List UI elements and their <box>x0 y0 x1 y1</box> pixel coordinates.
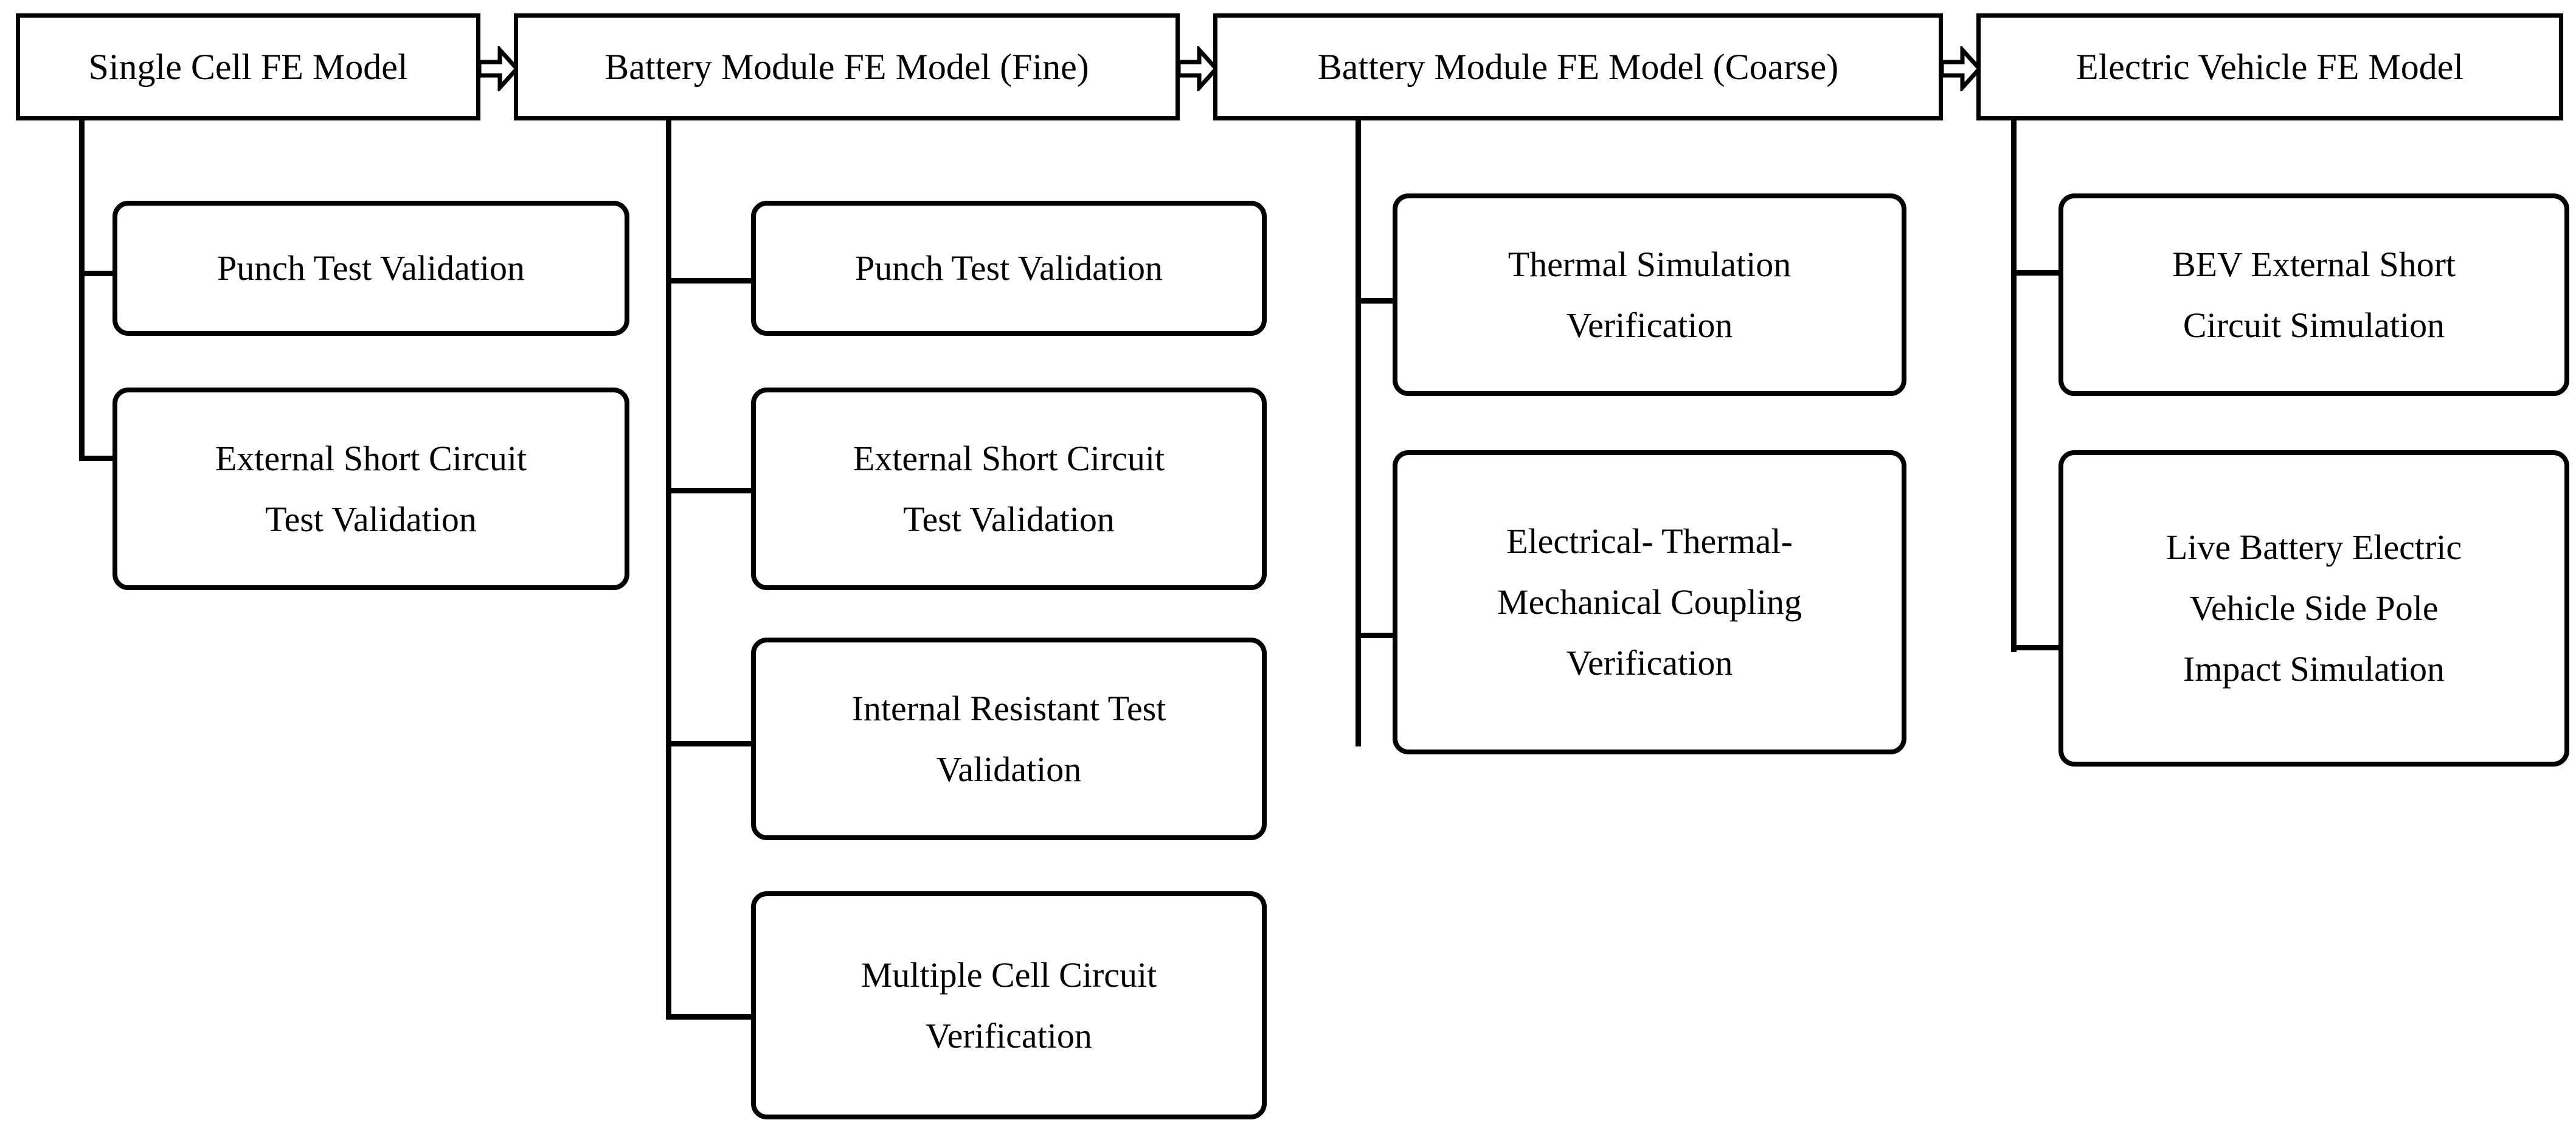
child-box-c4-bev[interactable]: BEV External Short Circuit Simulation <box>2058 193 2569 396</box>
top-box-label: Single Cell FE Model <box>88 47 408 87</box>
child-box-line: Test Validation <box>265 499 477 539</box>
right-block-arrow-icon-2 <box>1177 46 1217 91</box>
child-box-line: Multiple Cell Circuit <box>860 955 1157 995</box>
child-box-line: Mechanical Coupling <box>1497 582 1802 622</box>
child-box-line: Punch Test Validation <box>216 248 525 288</box>
connector-stub-col2-child1 <box>666 278 754 284</box>
child-box-line: Test Validation <box>903 499 1115 539</box>
child-box-c4-pole[interactable]: Live Battery Electric Vehicle Side Pole … <box>2058 450 2569 767</box>
child-box-line: Punch Test Validation <box>854 248 1163 288</box>
connector-stub-col2-child2 <box>666 488 754 493</box>
child-box-c2-mcc[interactable]: Multiple Cell Circuit Verification <box>751 891 1267 1119</box>
connector-stub-col4-child2 <box>2011 645 2061 650</box>
connector-stub-col3-child1 <box>1356 298 1397 304</box>
child-box-c1-esc[interactable]: External Short Circuit Test Validation <box>113 388 629 590</box>
child-box-line: BEV External Short <box>2172 244 2456 284</box>
child-box-line: Electrical- Thermal- <box>1506 521 1793 561</box>
top-box-module-fine[interactable]: Battery Module FE Model (Fine) <box>514 13 1180 120</box>
child-box-line: Circuit Simulation <box>2183 305 2445 345</box>
connector-trunk-col3 <box>1356 117 1361 746</box>
child-box-line: Thermal Simulation <box>1508 244 1792 284</box>
connector-stub-col1-child2 <box>79 456 117 461</box>
child-box-line: Vehicle Side Pole <box>2189 588 2439 628</box>
child-box-line: Validation <box>936 749 1082 789</box>
child-box-line: Verification <box>926 1015 1092 1056</box>
connector-trunk-col1 <box>79 117 85 461</box>
right-block-arrow-icon-1 <box>478 46 518 91</box>
child-box-c2-irt[interactable]: Internal Resistant Test Validation <box>751 638 1267 840</box>
top-box-label: Electric Vehicle FE Model <box>2076 47 2464 87</box>
right-block-arrow-icon-3 <box>1941 46 1981 91</box>
top-box-module-coarse[interactable]: Battery Module FE Model (Coarse) <box>1213 13 1943 120</box>
child-box-line: Verification <box>1566 643 1733 683</box>
child-box-line: Live Battery Electric <box>2166 527 2462 567</box>
connector-stub-col1-child1 <box>79 271 117 276</box>
connector-trunk-col4 <box>2011 117 2017 652</box>
connector-trunk-col2 <box>666 117 671 1020</box>
child-box-line: Verification <box>1566 305 1733 345</box>
child-box-c3-thermal[interactable]: Thermal Simulation Verification <box>1393 193 1906 396</box>
connector-stub-col3-child2 <box>1356 633 1397 638</box>
top-box-electric-vehicle[interactable]: Electric Vehicle FE Model <box>1976 13 2563 120</box>
child-box-c2-punch[interactable]: Punch Test Validation <box>751 201 1267 336</box>
connector-stub-col4-child1 <box>2011 270 2061 276</box>
top-box-single-cell[interactable]: Single Cell FE Model <box>16 13 480 120</box>
child-box-line: Internal Resistant Test <box>851 688 1166 728</box>
connector-stub-col2-child4 <box>666 1014 754 1020</box>
child-box-line: Impact Simulation <box>2183 649 2445 689</box>
child-box-c1-punch[interactable]: Punch Test Validation <box>113 201 629 336</box>
connector-stub-col2-child3 <box>666 741 754 746</box>
child-box-c2-esc[interactable]: External Short Circuit Test Validation <box>751 388 1267 590</box>
child-box-c3-etm[interactable]: Electrical- Thermal- Mechanical Coupling… <box>1393 450 1906 754</box>
top-box-label: Battery Module FE Model (Fine) <box>604 47 1089 87</box>
top-box-label: Battery Module FE Model (Coarse) <box>1317 47 1839 87</box>
child-box-line: External Short Circuit <box>853 438 1165 478</box>
child-box-line: External Short Circuit <box>215 438 527 478</box>
